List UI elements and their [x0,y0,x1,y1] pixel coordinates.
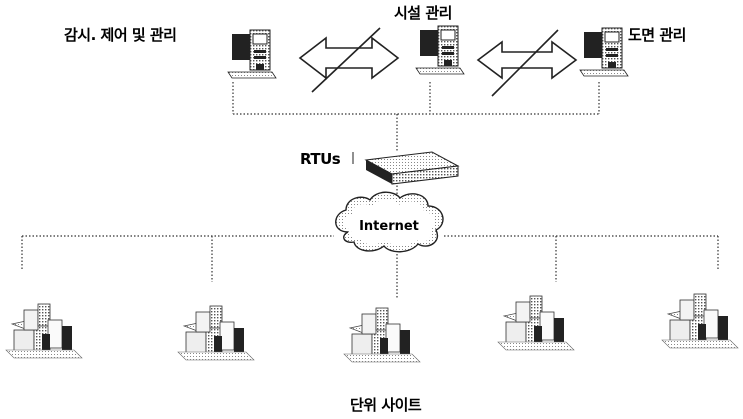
rtu-label: RTUs [300,150,341,168]
right-station-label: 도면 관리 [628,26,686,44]
cloud-label: Internet [359,219,419,234]
site-3-icon [343,307,421,363]
center-workstation-icon [415,25,465,75]
bottom-label: 단위 사이트 [350,396,422,414]
right-workstation-icon [579,27,629,77]
site-5-icon [661,293,739,349]
site-1-icon [5,303,83,359]
left-station-label: 감시. 제어 및 관리 [64,26,177,44]
site-4-icon [497,295,575,351]
left-workstation-icon [227,29,277,79]
internet-cloud-icon: Internet [335,191,444,253]
center-station-label: 시설 관리 [394,4,452,22]
upper-bus-lines [232,82,600,206]
lower-bus-lines [21,235,719,298]
right-link-arrow-icon [476,29,578,97]
rtu-device-icon [352,151,460,185]
site-2-icon [177,305,255,361]
left-link-arrow-icon [298,27,400,93]
